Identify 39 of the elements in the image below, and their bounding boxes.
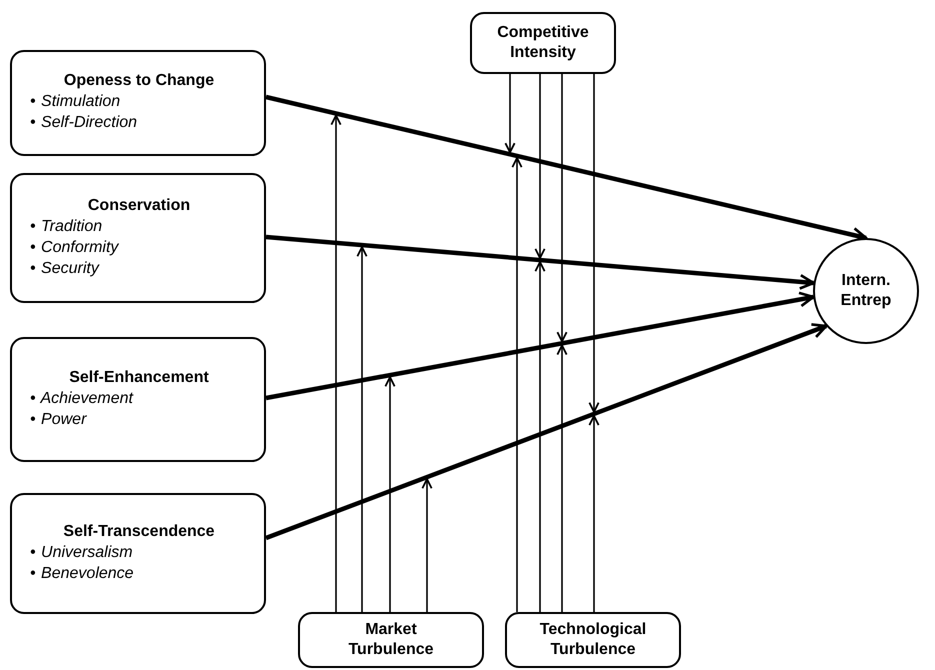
box-heading: Self-Enhancement	[68, 368, 210, 388]
moderator-box	[470, 12, 616, 74]
value-box	[10, 173, 266, 303]
list-item: • Stimulation	[30, 92, 122, 112]
arrow	[266, 234, 815, 290]
moderator-arrow	[356, 246, 368, 612]
list-item: • Security	[30, 258, 100, 278]
moderator-box	[298, 612, 484, 668]
box-heading: Intern. Entrep	[840, 271, 892, 311]
moderator-arrow	[534, 74, 546, 259]
box-heading: Conservation	[86, 196, 192, 216]
box-heading: Market Turbulence	[347, 620, 435, 660]
moderator-arrow	[512, 157, 522, 612]
moderator-box	[505, 612, 681, 668]
moderator-arrow	[504, 74, 516, 154]
value-box	[10, 337, 266, 462]
moderator-arrow	[556, 74, 568, 342]
arrow	[266, 292, 815, 400]
moderator-arrow	[588, 414, 600, 612]
moderator-arrow	[588, 74, 600, 413]
box-heading: Self-Transcendence	[62, 522, 216, 542]
box-heading: Openess to Change	[62, 71, 216, 91]
moderator-arrow	[384, 376, 396, 612]
list-item: • Self-Direction	[30, 113, 138, 133]
moderator-arrow	[422, 478, 432, 612]
value-box	[10, 493, 266, 614]
list-item: • Power	[30, 410, 88, 430]
moderator-arrow	[534, 261, 546, 612]
list-item: • Conformity	[30, 238, 120, 258]
arrow	[265, 323, 828, 540]
moderator-arrow	[330, 114, 342, 612]
box-heading: Competitive Intensity	[496, 23, 590, 63]
list-item: • Tradition	[30, 216, 104, 236]
list-item: • Achievement	[30, 388, 134, 408]
list-item: • Benevolence	[30, 564, 135, 584]
moderator-arrow	[556, 344, 568, 612]
box-heading: Technological Turbulence	[538, 620, 648, 660]
value-box	[10, 50, 266, 156]
list-item: • Universalism	[30, 542, 134, 562]
